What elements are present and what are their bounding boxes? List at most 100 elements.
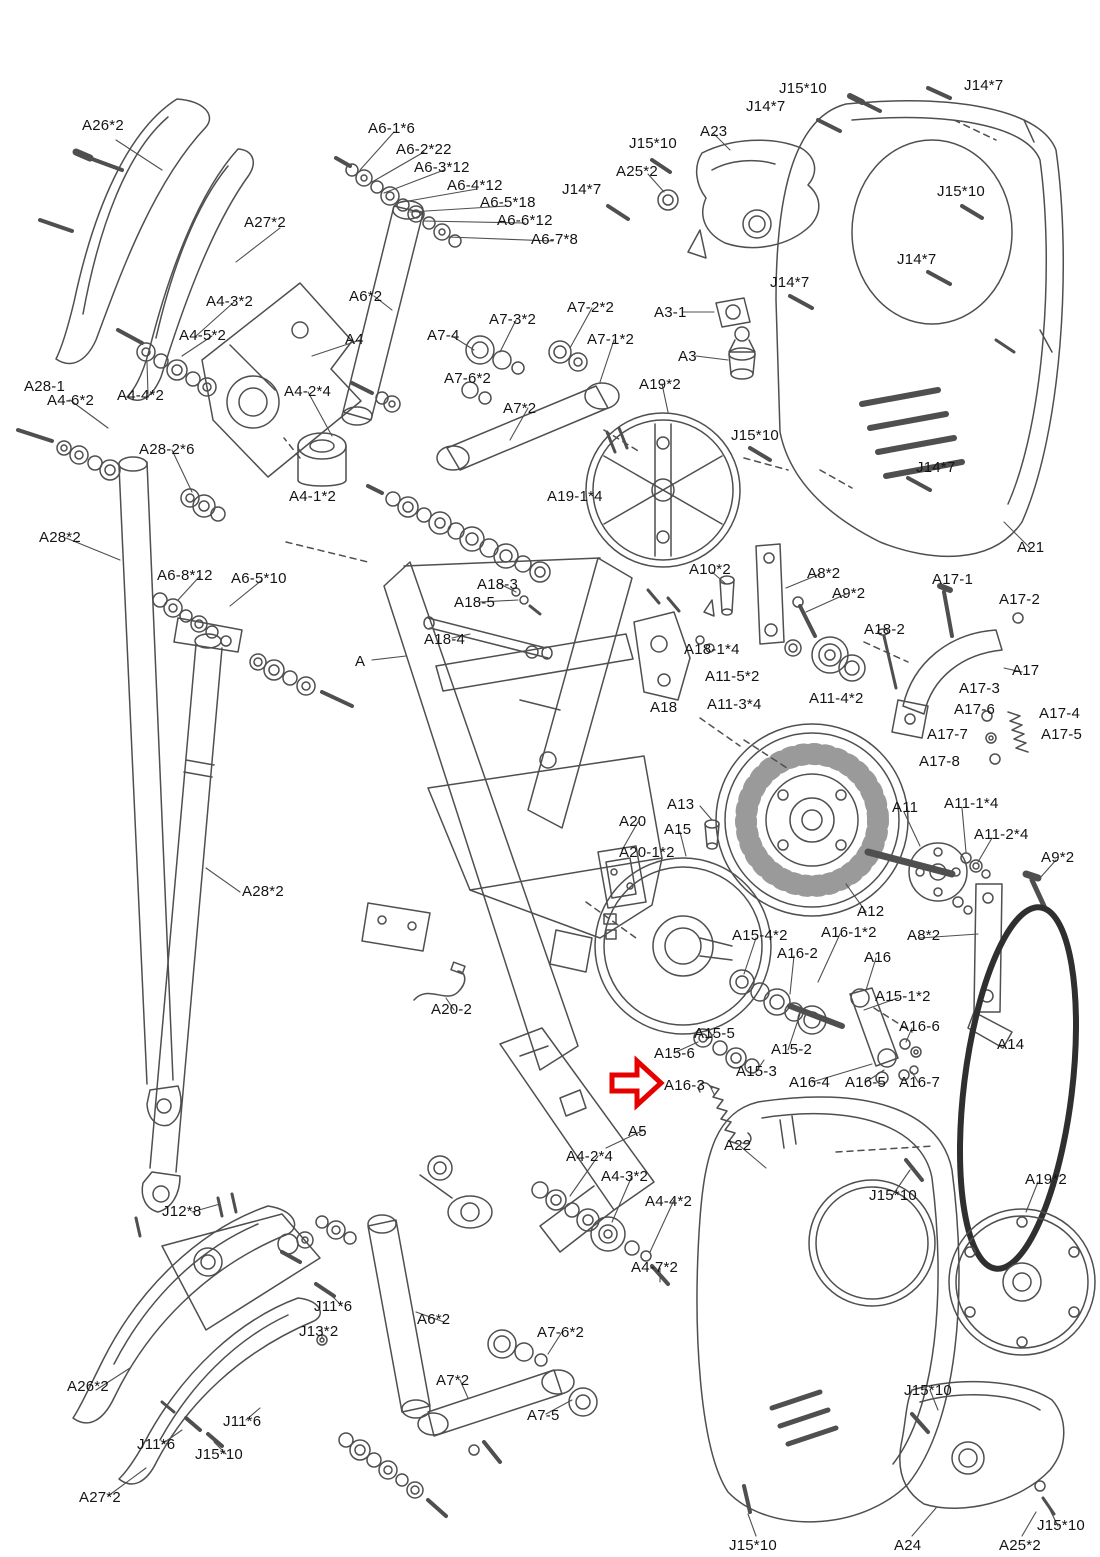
highlight-arrow-shape (609, 1055, 665, 1111)
part-label-a19-2: A19*2 (639, 376, 681, 393)
dashed-alignment-lines (283, 119, 997, 1153)
center-pin-bracket (703, 543, 866, 682)
part-label-a4-7-2: A4-7*2 (631, 1259, 679, 1276)
part-label-j14-7: J14*7 (770, 274, 810, 291)
part-label-a4-2-4: A4-2*4 (566, 1148, 614, 1165)
part-label-a9-2: A9*2 (1041, 849, 1075, 866)
part-label-j12-8: J12*8 (162, 1203, 202, 1220)
part-label-a16-2: A16-2 (777, 945, 819, 962)
part-label-a27-2: A27*2 (244, 214, 286, 231)
part-label-a17-7: A17-7 (927, 726, 969, 743)
center-washer-train (366, 484, 551, 583)
part-label-a13: A13 (667, 796, 695, 813)
part-label-a18-4: A18-4 (424, 631, 466, 648)
part-label-a17-5: A17-5 (1041, 726, 1083, 743)
part-label-a7-5: A7-5 (527, 1407, 560, 1424)
part-label-a8-2: A8*2 (907, 927, 941, 944)
part-label-a26-2: A26*2 (67, 1378, 109, 1395)
part-label-j14-7: J14*7 (964, 77, 1004, 94)
part-label-a4-2-4: A4-2*4 (284, 383, 332, 400)
part-label-j15-10: J15*10 (869, 1187, 917, 1204)
part-label-a27-2: A27*2 (79, 1489, 121, 1506)
part-label-a6-2: A6*2 (349, 288, 383, 305)
part-label-a20: A20 (619, 813, 647, 830)
right-upper-cover (775, 100, 1065, 558)
part-label-a26-2: A26*2 (82, 117, 124, 134)
part-label-j15-10: J15*10 (904, 1382, 952, 1399)
part-label-a22: A22 (724, 1137, 752, 1154)
part-label-a20-1-2: A20-1*2 (619, 844, 675, 861)
part-label-a4: A4 (345, 331, 364, 348)
left-washer-clusters (16, 342, 354, 708)
part-label-j13-2: J13*2 (299, 1323, 339, 1340)
part-label-a7-1-2: A7-1*2 (587, 331, 635, 348)
screw-hardware (606, 86, 1016, 492)
part-label-j15-10: J15*10 (195, 1446, 243, 1463)
top-left-cover-shapes (38, 98, 254, 401)
upper-link-arm (334, 156, 462, 426)
part-label-a6-7-8: A6-7*8 (531, 231, 579, 248)
part-label-a7-6-2: A7-6*2 (537, 1324, 585, 1341)
part-label-a7-3-2: A7-3*2 (489, 311, 537, 328)
part-label-a25-2: A25*2 (616, 163, 658, 180)
part-label-j15-10: J15*10 (1037, 1517, 1085, 1534)
part-label-a17-3: A17-3 (959, 680, 1001, 697)
part-label-j11-6: J11*6 (223, 1413, 262, 1430)
tension-spring (697, 1081, 752, 1145)
part-label-a8-2: A8*2 (807, 565, 841, 582)
part-label-a6-2-22: A6-2*22 (396, 141, 452, 158)
part-label-a6-8-12: A6-8*12 (157, 567, 213, 584)
part-label-j14-7: J14*7 (562, 181, 602, 198)
part-label-a6-5-18: A6-5*18 (480, 194, 536, 211)
part-label-j11-6: J11*6 (137, 1436, 176, 1453)
part-label-a21: A21 (1017, 539, 1045, 556)
part-label-a5: A5 (628, 1123, 647, 1140)
part-label-a16-5: A16-5 (845, 1074, 887, 1091)
console-mount (413, 819, 720, 1001)
part-label-a11-4-2: A11-4*2 (809, 690, 864, 707)
part-label-a4-6-2: A4-6*2 (47, 392, 95, 409)
part-label-a15-6: A15-6 (654, 1045, 696, 1062)
part-label-j14-7: J14*7 (897, 251, 937, 268)
part-label-j15-10: J15*10 (779, 80, 827, 97)
upper-pedal-arm (436, 335, 620, 471)
part-label-j15-10: J15*10 (731, 427, 779, 444)
part-label-a19-1-4: A19-1*4 (547, 488, 603, 505)
flywheel (594, 857, 922, 1085)
main-frame (361, 557, 663, 1071)
part-label-a11-1-4: A11-1*4 (944, 795, 999, 812)
part-label-a4-3-2: A4-3*2 (601, 1168, 649, 1185)
part-label-a3: A3 (678, 348, 697, 365)
part-label-a6-6-12: A6-6*12 (497, 212, 553, 229)
highlight-arrow (609, 1055, 665, 1111)
part-label-j11-6: J11*6 (314, 1298, 353, 1315)
sensor-bracket (423, 587, 715, 701)
part-label-a18-3: A18-3 (477, 576, 519, 593)
part-label-a16-7: A16-7 (899, 1074, 941, 1091)
part-label-a14: A14 (997, 1036, 1025, 1053)
part-label-a15-3: A15-3 (736, 1063, 778, 1080)
part-label-a6-4-12: A6-4*12 (447, 177, 503, 194)
part-label-a11: A11 (892, 799, 919, 816)
part-label-a11-5-2: A11-5*2 (705, 668, 760, 685)
part-label-j14-7: J14*7 (916, 459, 956, 476)
part-label-a6-5-10: A6-5*10 (231, 570, 287, 587)
part-label-a23: A23 (700, 123, 728, 140)
part-label-a16-4: A16-4 (789, 1074, 831, 1091)
part-label-a3-1: A3-1 (654, 304, 687, 321)
part-label-a18: A18 (650, 699, 678, 716)
part-label-a16: A16 (864, 949, 892, 966)
part-label-a4-4-2: A4-4*2 (117, 387, 165, 404)
part-label-a17-1: A17-1 (932, 571, 974, 588)
part-label-a6-3-12: A6-3*12 (414, 159, 470, 176)
upper-pulley-disc (585, 412, 741, 568)
part-label-a: A (355, 653, 366, 670)
part-label-a7-2: A7*2 (503, 400, 537, 417)
part-label-a28-2: A28*2 (242, 883, 284, 900)
part-label-a25-2: A25*2 (999, 1537, 1041, 1554)
part-label-a7-4: A7-4 (427, 327, 460, 344)
part-label-j15-10: J15*10 (937, 183, 985, 200)
bottom-left-assembly (72, 1192, 321, 1485)
